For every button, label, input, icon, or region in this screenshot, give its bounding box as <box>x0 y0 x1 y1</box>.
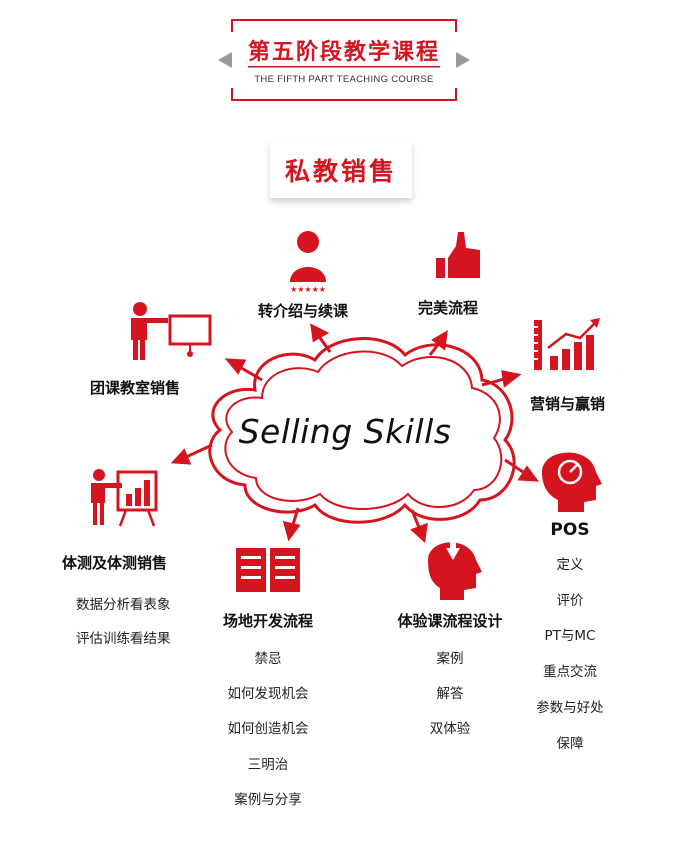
venue-item: 如何创造机会 <box>227 721 309 737</box>
arrow-group-class <box>224 358 263 382</box>
venue-item: 禁忌 <box>254 651 282 667</box>
section-badge-label: 私教销售 <box>284 157 397 186</box>
open-book-icon <box>236 548 300 592</box>
svg-text:★★★★★: ★★★★★ <box>290 285 326 294</box>
topic-fitness-test-label: 体测及体测销售 <box>62 554 168 572</box>
header-right-pointer <box>456 52 470 68</box>
pos-item: 重点交流 <box>543 664 597 680</box>
pos-item: 定义 <box>556 557 584 573</box>
topic-marketing-label: 营销与赢销 <box>530 395 606 413</box>
topic-trial-class-label: 体验课流程设计 <box>397 612 503 630</box>
pos-item: 评价 <box>556 593 584 609</box>
arrow-fitness-test <box>170 443 213 465</box>
pos-item: PT与MC <box>544 628 596 644</box>
fitness-test-item: 数据分析看表象 <box>76 597 171 613</box>
arrows <box>170 323 540 544</box>
growth-chart-icon <box>534 318 600 370</box>
pos-item: 参数与好处 <box>536 700 604 716</box>
trial-class-item: 双体验 <box>429 721 471 737</box>
arrow-trial <box>410 509 428 544</box>
fitness-test-item: 评估训练看结果 <box>76 631 171 647</box>
section-badge <box>270 140 412 198</box>
trial-class-item: 案例 <box>436 651 464 667</box>
thumbs-up-icon <box>436 232 480 278</box>
arrow-marketing <box>481 370 522 388</box>
cloud-outline <box>208 337 516 524</box>
venue-item: 如何发现机会 <box>227 686 309 702</box>
header-divider <box>248 66 440 68</box>
header-frame <box>231 19 457 101</box>
cloud-label: Selling Skills <box>238 412 452 451</box>
topic-venue-label: 场地开发流程 <box>222 612 313 630</box>
trial-class-item: 解答 <box>436 686 464 702</box>
pos-item: 保障 <box>556 736 584 752</box>
topic-group-class-label: 团课教室销售 <box>90 379 181 397</box>
venue-item: 案例与分享 <box>234 792 302 808</box>
header-title: 第五阶段教学课程 <box>247 40 440 65</box>
presenter-screen-icon <box>131 302 212 360</box>
arrow-perfect-flow <box>428 330 448 356</box>
presenter-chart-icon <box>91 469 158 527</box>
head-gauge-icon <box>542 452 602 512</box>
arrow-venue <box>282 507 301 542</box>
header-left-pointer <box>218 52 232 68</box>
topic-perfect-flow-label: 完美流程 <box>418 299 479 317</box>
topic-referral-label: 转介绍与续课 <box>258 302 349 320</box>
venue-item: 三明治 <box>247 757 289 773</box>
topic-pos-label: POS <box>550 520 590 540</box>
head-arrow-icon <box>428 536 482 600</box>
person-stars-icon: ★★★★★ <box>290 231 326 294</box>
arrow-pos <box>504 458 540 482</box>
header-subtitle: THE FIFTH PART TEACHING COURSE <box>254 74 434 85</box>
arrow-referral <box>310 323 332 353</box>
